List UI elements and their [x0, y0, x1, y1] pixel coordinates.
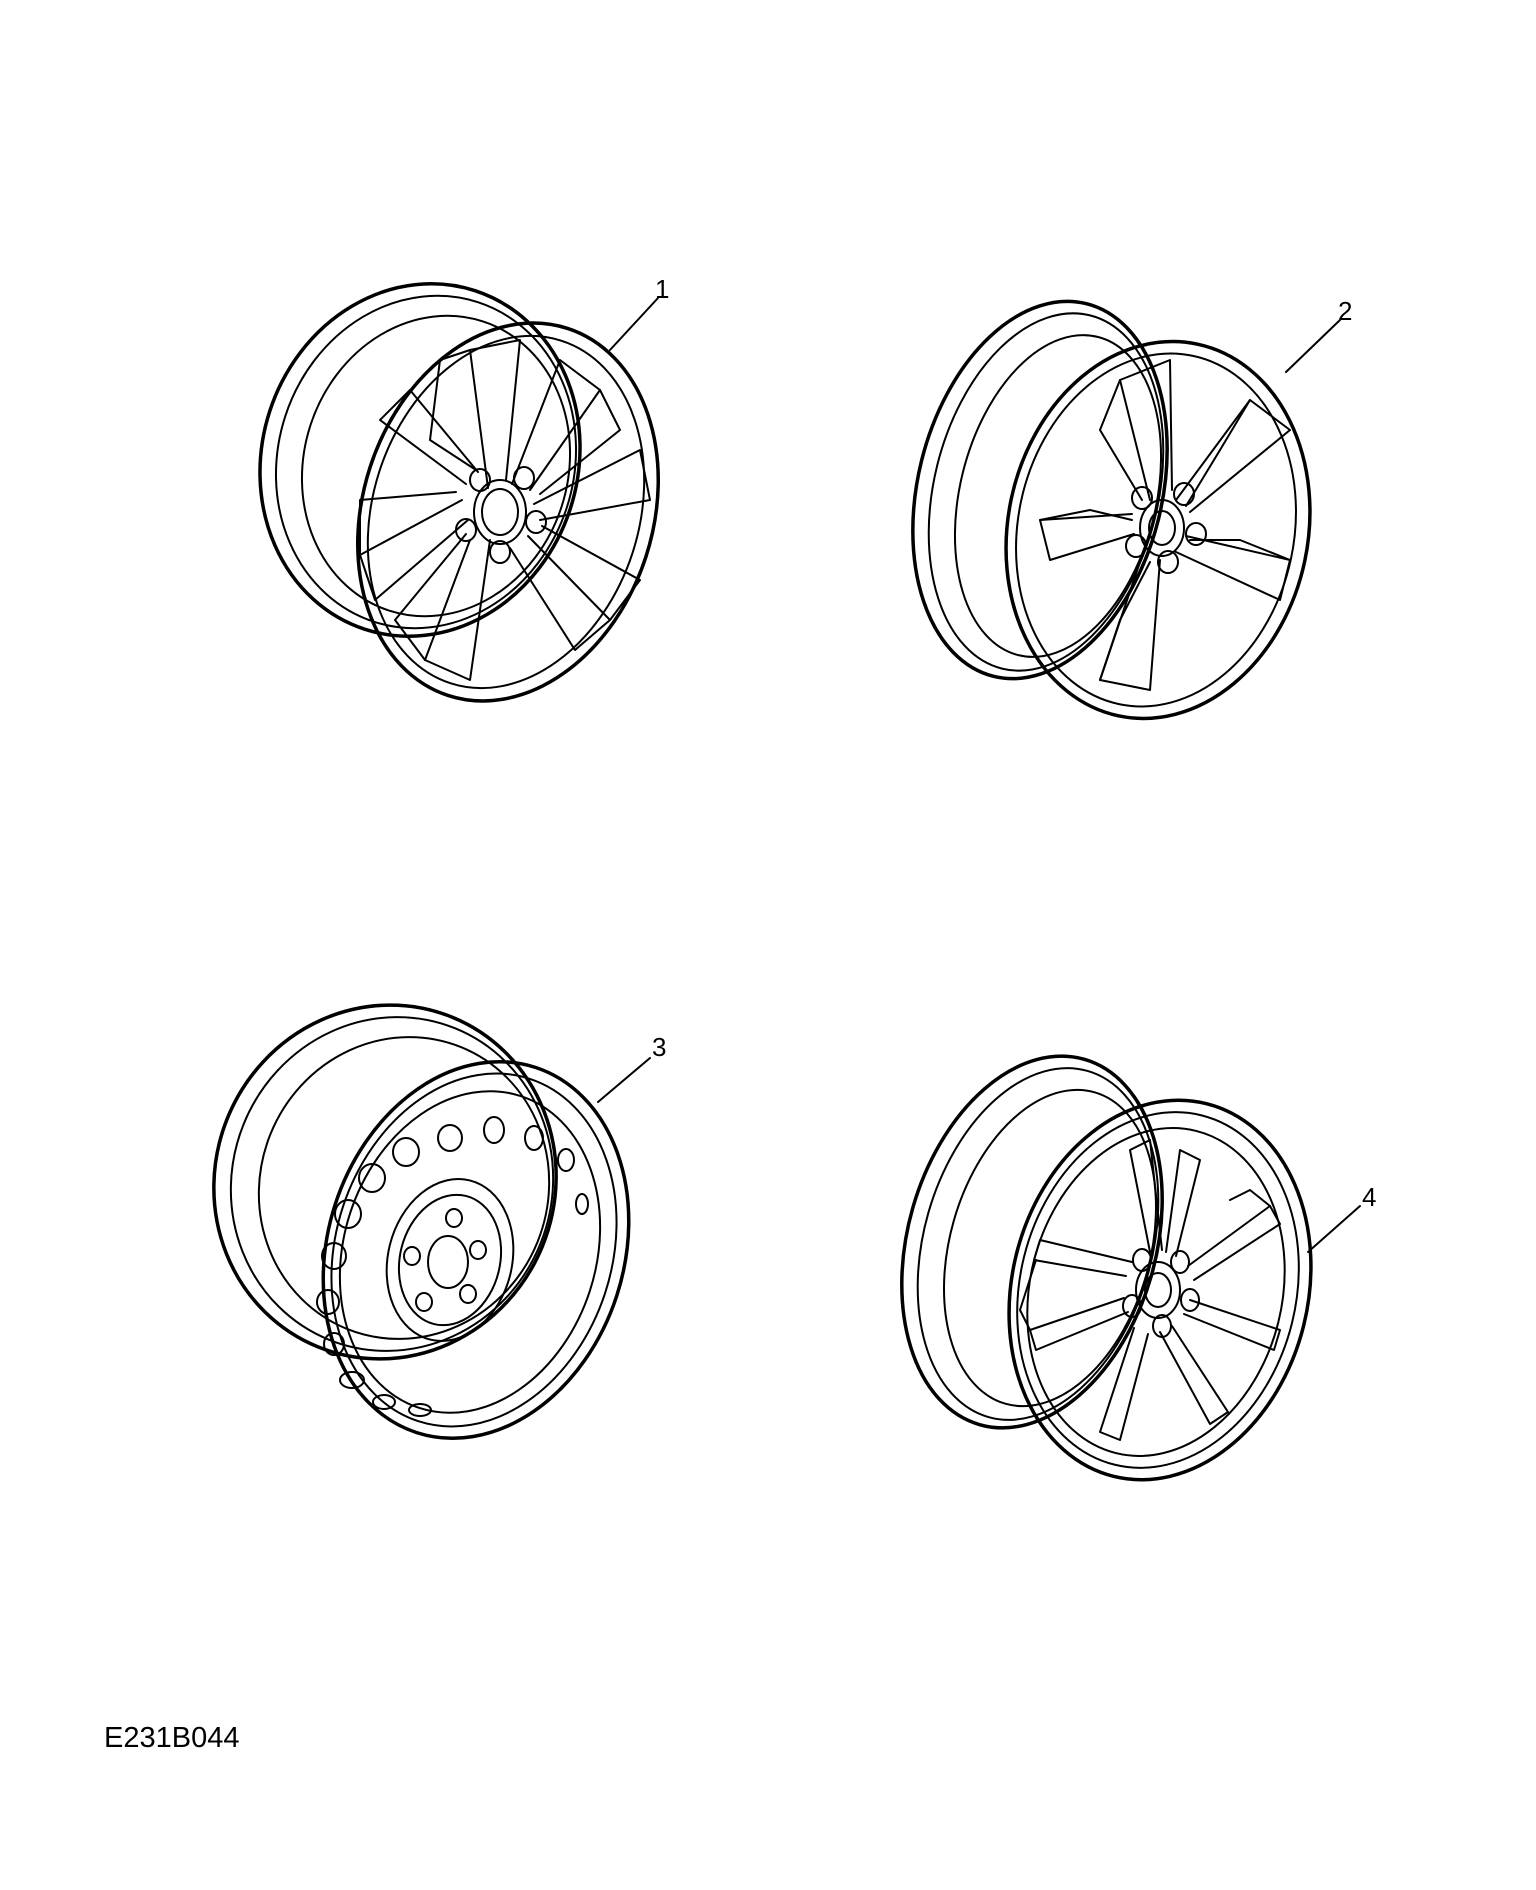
- wheel-4-lug-hole: [1180, 1288, 1200, 1312]
- callout-4-label: 4: [1362, 1182, 1376, 1212]
- wheel-2-outer-rim: [1004, 339, 1312, 721]
- callout-1-leader: [609, 297, 659, 351]
- wheel-4-inner-rim: [900, 1054, 1164, 1430]
- wheel-4-center-bore: [1144, 1272, 1172, 1308]
- callout-4-leader: [1307, 1205, 1361, 1253]
- wheel-1-lug-hole: [525, 510, 547, 534]
- wheel-1-outer-rim: [356, 321, 660, 703]
- wheel-2-inner-rim: [911, 299, 1169, 681]
- wheel-3-vent-holes: [316, 1116, 589, 1417]
- wheel-3: 3: [212, 1003, 666, 1440]
- wheel-4-lug-hole: [1152, 1314, 1172, 1338]
- callout-2-leader: [1285, 319, 1341, 373]
- wheel-1: 1: [258, 274, 669, 703]
- wheel-1-spokes: [359, 339, 651, 681]
- wheel-4-spokes: [1019, 1139, 1281, 1441]
- wheel-3-hub-plate: [385, 1178, 515, 1342]
- wheel-4-center-cap: [1135, 1261, 1181, 1319]
- wheel-4-face: [1026, 1127, 1286, 1457]
- wheel-3-inner-rim-lip: [229, 1016, 555, 1352]
- wheel-2-outer-rim-lip: [1015, 352, 1297, 708]
- wheel-3-center-bore: [427, 1235, 469, 1289]
- wheel-1-lug-hole: [455, 518, 477, 542]
- wheel-4-lug-hole: [1132, 1248, 1152, 1272]
- wheel-3-inner-rim: [212, 1003, 558, 1361]
- wheel-4: 4: [900, 1054, 1376, 1482]
- wheel-4-barrel: [943, 1088, 1157, 1408]
- wheel-4-outer-rim-lip: [1016, 1111, 1300, 1469]
- wheel-3-outer-rim-lip: [330, 1072, 618, 1428]
- wheel-2-center-bore: [1148, 510, 1176, 546]
- wheel-2-lug-hole: [1125, 534, 1147, 558]
- wheel-2-center-cap: [1139, 499, 1185, 557]
- wheel-1-inner-rim: [258, 282, 582, 638]
- wheel-2-lug-hole: [1131, 486, 1153, 510]
- callout-1-label: 1: [655, 274, 669, 304]
- wheel-2: 2: [911, 296, 1352, 721]
- wheel-1-lug-hole: [469, 468, 491, 492]
- figure-reference-code: E231B044: [104, 1722, 240, 1754]
- wheel-1-lug-hole: [513, 466, 535, 490]
- wheel-3-hub-ring: [397, 1193, 503, 1327]
- callout-3-label: 3: [652, 1032, 666, 1062]
- wheel-3-disc: [338, 1090, 602, 1414]
- wheel-2-spokes: [1039, 359, 1291, 691]
- wheel-4-lug-hole: [1170, 1250, 1190, 1274]
- wheel-2-lug-hole: [1173, 482, 1195, 506]
- wheel-2-lug-hole: [1157, 550, 1179, 574]
- wheel-4-outer-rim: [1007, 1098, 1313, 1482]
- wheel-3-lug-holes: [403, 1208, 487, 1312]
- callout-2-label: 2: [1338, 296, 1352, 326]
- wheel-4-lug-hole: [1122, 1294, 1142, 1318]
- wheel-3-outer-rim: [321, 1060, 631, 1440]
- wheel-2-inner-rim-lip: [927, 312, 1165, 672]
- wheel-1-outer-rim-lip: [366, 334, 646, 690]
- wheel-4-inner-rim-lip: [916, 1067, 1160, 1421]
- wheel-2-lug-hole: [1185, 522, 1207, 546]
- wheel-1-center-cap: [473, 479, 527, 545]
- callout-3-leader: [597, 1057, 651, 1103]
- wheel-1-lug-hole: [489, 540, 511, 564]
- wheel-1-center-bore: [481, 488, 519, 536]
- wheel-2-barrel: [953, 334, 1163, 658]
- wheel-1-barrel: [300, 314, 572, 618]
